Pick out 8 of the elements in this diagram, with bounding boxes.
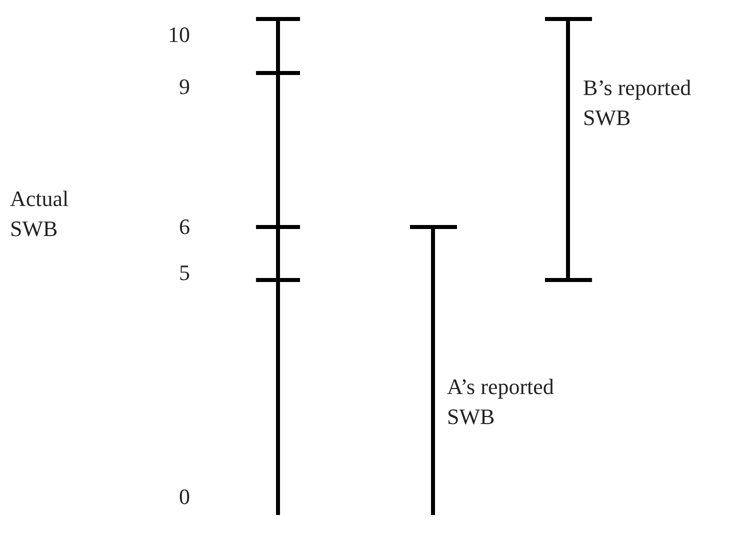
axis-label: Actual SWB (10, 185, 70, 243)
tick-label: 0 (178, 483, 190, 511)
tick-label: 10 (167, 21, 190, 49)
tick-label: 5 (178, 259, 190, 287)
tick-label: 9 (178, 73, 190, 101)
bar-label: B’s reported SWB (583, 74, 692, 132)
bar-label: A’s reported SWB (447, 373, 555, 431)
tick-label: 6 (178, 213, 190, 241)
